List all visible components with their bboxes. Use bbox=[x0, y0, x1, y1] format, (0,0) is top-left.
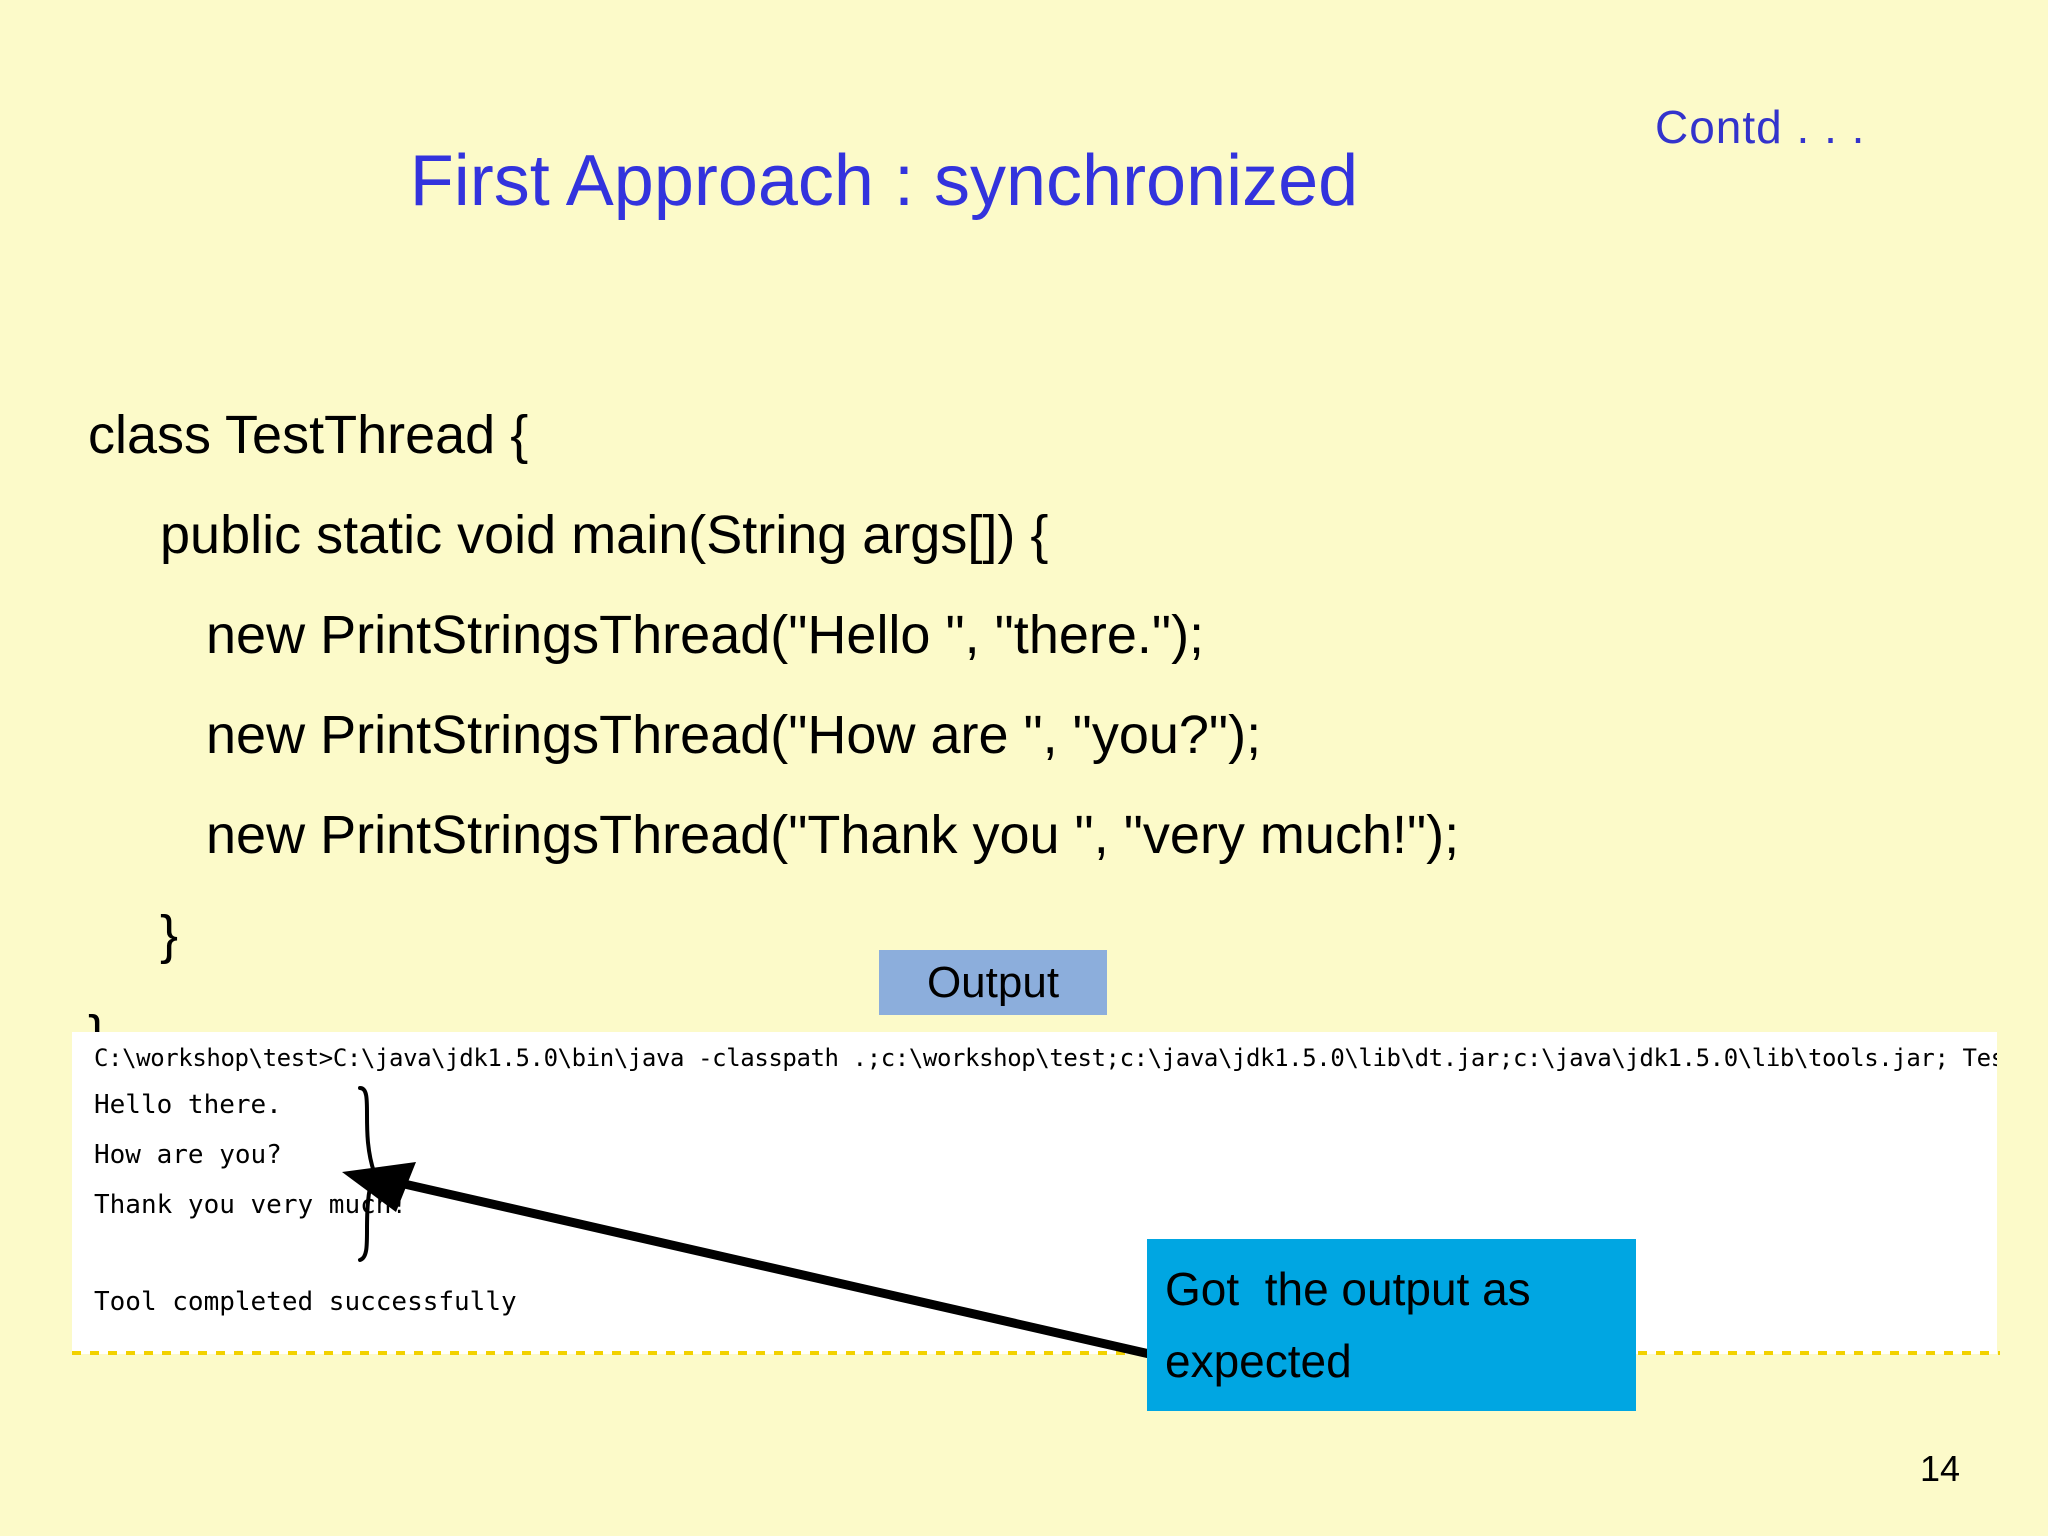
console-window: C:\workshop\test>C:\java\jdk1.5.0\bin\ja… bbox=[72, 1032, 1997, 1354]
page-title: First Approach : synchronized bbox=[0, 145, 2048, 217]
curly-brace-icon bbox=[358, 1086, 377, 1262]
code-line: } bbox=[160, 905, 179, 965]
code-line: new PrintStringsThread("How are ", "you?… bbox=[206, 705, 1262, 765]
page-number: 14 bbox=[1920, 1448, 1961, 1489]
code-line: class TestThread { bbox=[88, 405, 529, 465]
code-line: public static void main(String args[]) { bbox=[160, 505, 1049, 565]
console-command-line: C:\workshop\test>C:\java\jdk1.5.0\bin\ja… bbox=[94, 1044, 1997, 1072]
code-line: new PrintStringsThread("Hello ", "there.… bbox=[206, 605, 1205, 665]
dotted-divider bbox=[72, 1351, 2000, 1355]
console-output-line: How are you? bbox=[94, 1140, 282, 1170]
console-output-line: Hello there. bbox=[94, 1090, 282, 1120]
output-label-badge: Output bbox=[879, 950, 1107, 1015]
callout-line-1: Got the output as bbox=[1165, 1263, 1531, 1315]
code-listing: class TestThread { public static void ma… bbox=[88, 385, 1988, 1085]
callout-note: Got the output as expected bbox=[1147, 1239, 1636, 1411]
console-output-line: Thank you very much! bbox=[94, 1190, 408, 1220]
page-title-text: First Approach : synchronized bbox=[409, 141, 1359, 221]
continuation-label: Contd . . . bbox=[1655, 101, 1866, 153]
callout-line-2: expected bbox=[1165, 1335, 1352, 1387]
code-line: new PrintStringsThread("Thank you ", "ve… bbox=[206, 805, 1460, 865]
console-status-line: Tool completed successfully bbox=[94, 1287, 517, 1317]
